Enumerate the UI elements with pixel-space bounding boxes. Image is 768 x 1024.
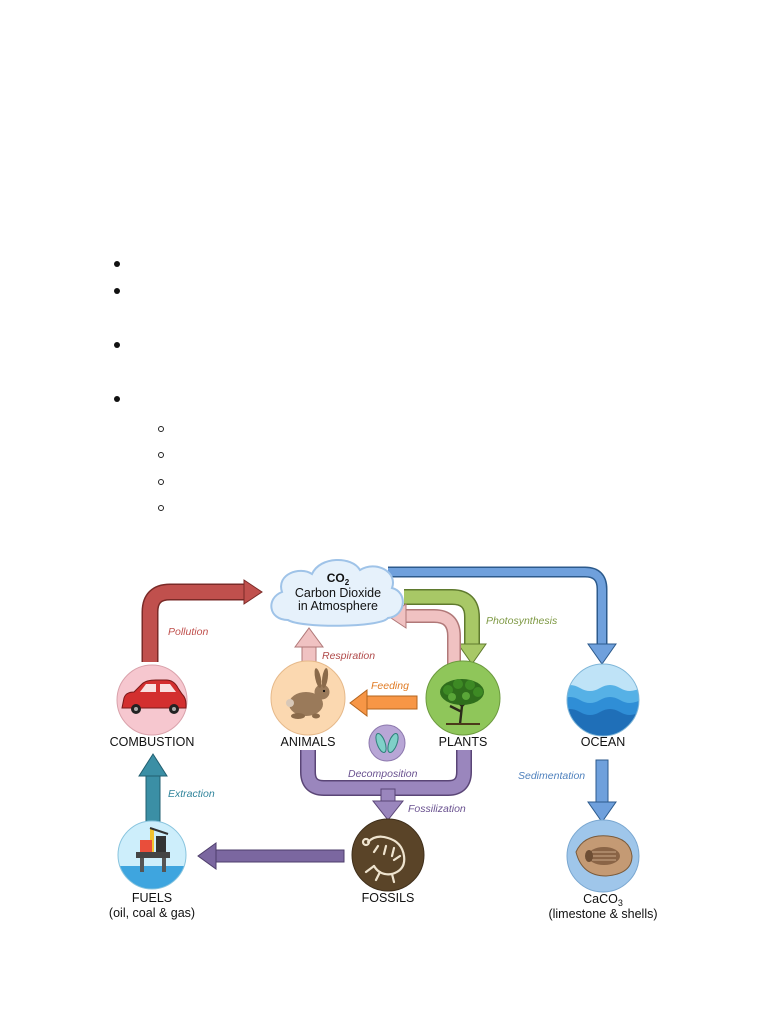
extraction-arrow xyxy=(138,753,168,825)
bullet-4 xyxy=(114,396,120,402)
ocean-node xyxy=(566,663,640,737)
fossilization-label: Fossilization xyxy=(408,803,466,815)
fossils-label: FOSSILS xyxy=(362,891,415,905)
tree-icon xyxy=(440,679,484,725)
sub-bullet-2 xyxy=(158,452,164,458)
animals-label: ANIMALS xyxy=(281,735,336,749)
empty-bullet-list xyxy=(114,261,164,511)
waves-icon xyxy=(567,685,639,736)
bacteria-node xyxy=(368,724,406,762)
atmosphere-line1: Carbon Dioxide xyxy=(295,586,381,600)
photosynthesis-label: Photosynthesis xyxy=(486,615,558,627)
rabbit-icon xyxy=(286,668,330,719)
trilobite-icon xyxy=(575,835,633,877)
feeding-label: Feeding xyxy=(371,680,409,692)
decomposition-label: Decomposition xyxy=(348,768,418,780)
respiration-label: Respiration xyxy=(322,650,375,662)
cloud-icon xyxy=(270,558,404,627)
photosynthesis-arrow xyxy=(404,589,487,665)
combustion-node xyxy=(116,664,188,736)
pollution-label: Pollution xyxy=(168,626,208,638)
car-icon xyxy=(121,679,187,714)
pollution-arrow xyxy=(141,579,263,662)
decomposition-arrow xyxy=(300,750,472,821)
extraction-label: Extraction xyxy=(168,788,215,800)
fossils-to-fuels-arrow xyxy=(197,842,345,870)
fossil-icon xyxy=(361,835,406,884)
fuels-label: FUELS xyxy=(132,891,172,905)
bullet-3 xyxy=(114,342,120,348)
feeding-arrow xyxy=(349,688,418,718)
caco3-sublabel: (limestone & shells) xyxy=(548,907,657,921)
sedimentation-arrow xyxy=(587,759,617,823)
atmosphere-line2: in Atmosphere xyxy=(298,599,378,613)
bullet-2 xyxy=(114,288,120,294)
sub-bullet-4 xyxy=(158,505,164,511)
bacteria-icon xyxy=(375,733,399,753)
animals-node xyxy=(270,660,346,736)
sub-bullet-1 xyxy=(158,426,164,432)
ocean-label: OCEAN xyxy=(581,735,625,749)
caco3-node xyxy=(566,819,640,893)
fossils-node xyxy=(351,818,425,892)
oil-rig-icon xyxy=(118,827,186,889)
caco3-label: CaCO3 xyxy=(583,892,623,908)
fuels-sublabel: (oil, coal & gas) xyxy=(109,906,195,920)
bullet-1 xyxy=(114,261,120,267)
fuels-node xyxy=(117,820,187,890)
plants-node xyxy=(425,660,501,736)
atmosphere-to-ocean-arrow xyxy=(388,566,617,665)
sedimentation-label: Sedimentation xyxy=(518,770,585,782)
combustion-label: COMBUSTION xyxy=(110,735,195,749)
sub-bullet-3 xyxy=(158,479,164,485)
plants-label: PLANTS xyxy=(439,735,488,749)
atmosphere-formula: CO2 xyxy=(327,571,350,587)
